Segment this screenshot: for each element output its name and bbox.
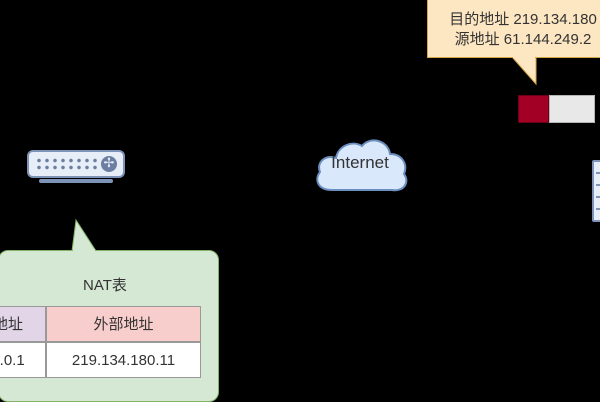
router-base bbox=[39, 179, 113, 183]
nat-cell-internal-address: 0.0.1 bbox=[0, 342, 46, 378]
nat-header-internal: 地址 bbox=[0, 306, 46, 342]
nat-header-external: 外部地址 bbox=[46, 306, 201, 342]
packet-info-bubble: 目的地址 219.134.180 源地址 61.144.249.2 bbox=[427, 0, 600, 58]
packet-header-segment bbox=[518, 95, 549, 123]
pointer-seam bbox=[513, 56, 535, 58]
internet-label: Internet bbox=[331, 153, 389, 172]
router-icon bbox=[27, 150, 125, 183]
server-slot bbox=[596, 184, 600, 186]
packet-payload-segment bbox=[549, 95, 595, 123]
packet-bubble-pointer bbox=[510, 56, 537, 86]
router-ports bbox=[35, 157, 99, 171]
server-icon bbox=[592, 160, 600, 222]
nat-bubble-pointer bbox=[71, 218, 97, 252]
server-slot bbox=[596, 208, 600, 210]
packet-destination: 目的地址 219.134.180 bbox=[449, 11, 597, 28]
packet-source: 源地址 61.144.249.2 bbox=[454, 31, 592, 48]
nat-cell-external-address: 219.134.180.11 bbox=[46, 342, 201, 378]
nat-table-title: NAT表 bbox=[83, 277, 127, 294]
server-slot bbox=[596, 172, 600, 174]
nat-pointer-seam bbox=[73, 249, 95, 251]
server-slot bbox=[596, 196, 600, 198]
router-uplink-port bbox=[101, 154, 117, 174]
cloud-icon bbox=[316, 139, 408, 192]
